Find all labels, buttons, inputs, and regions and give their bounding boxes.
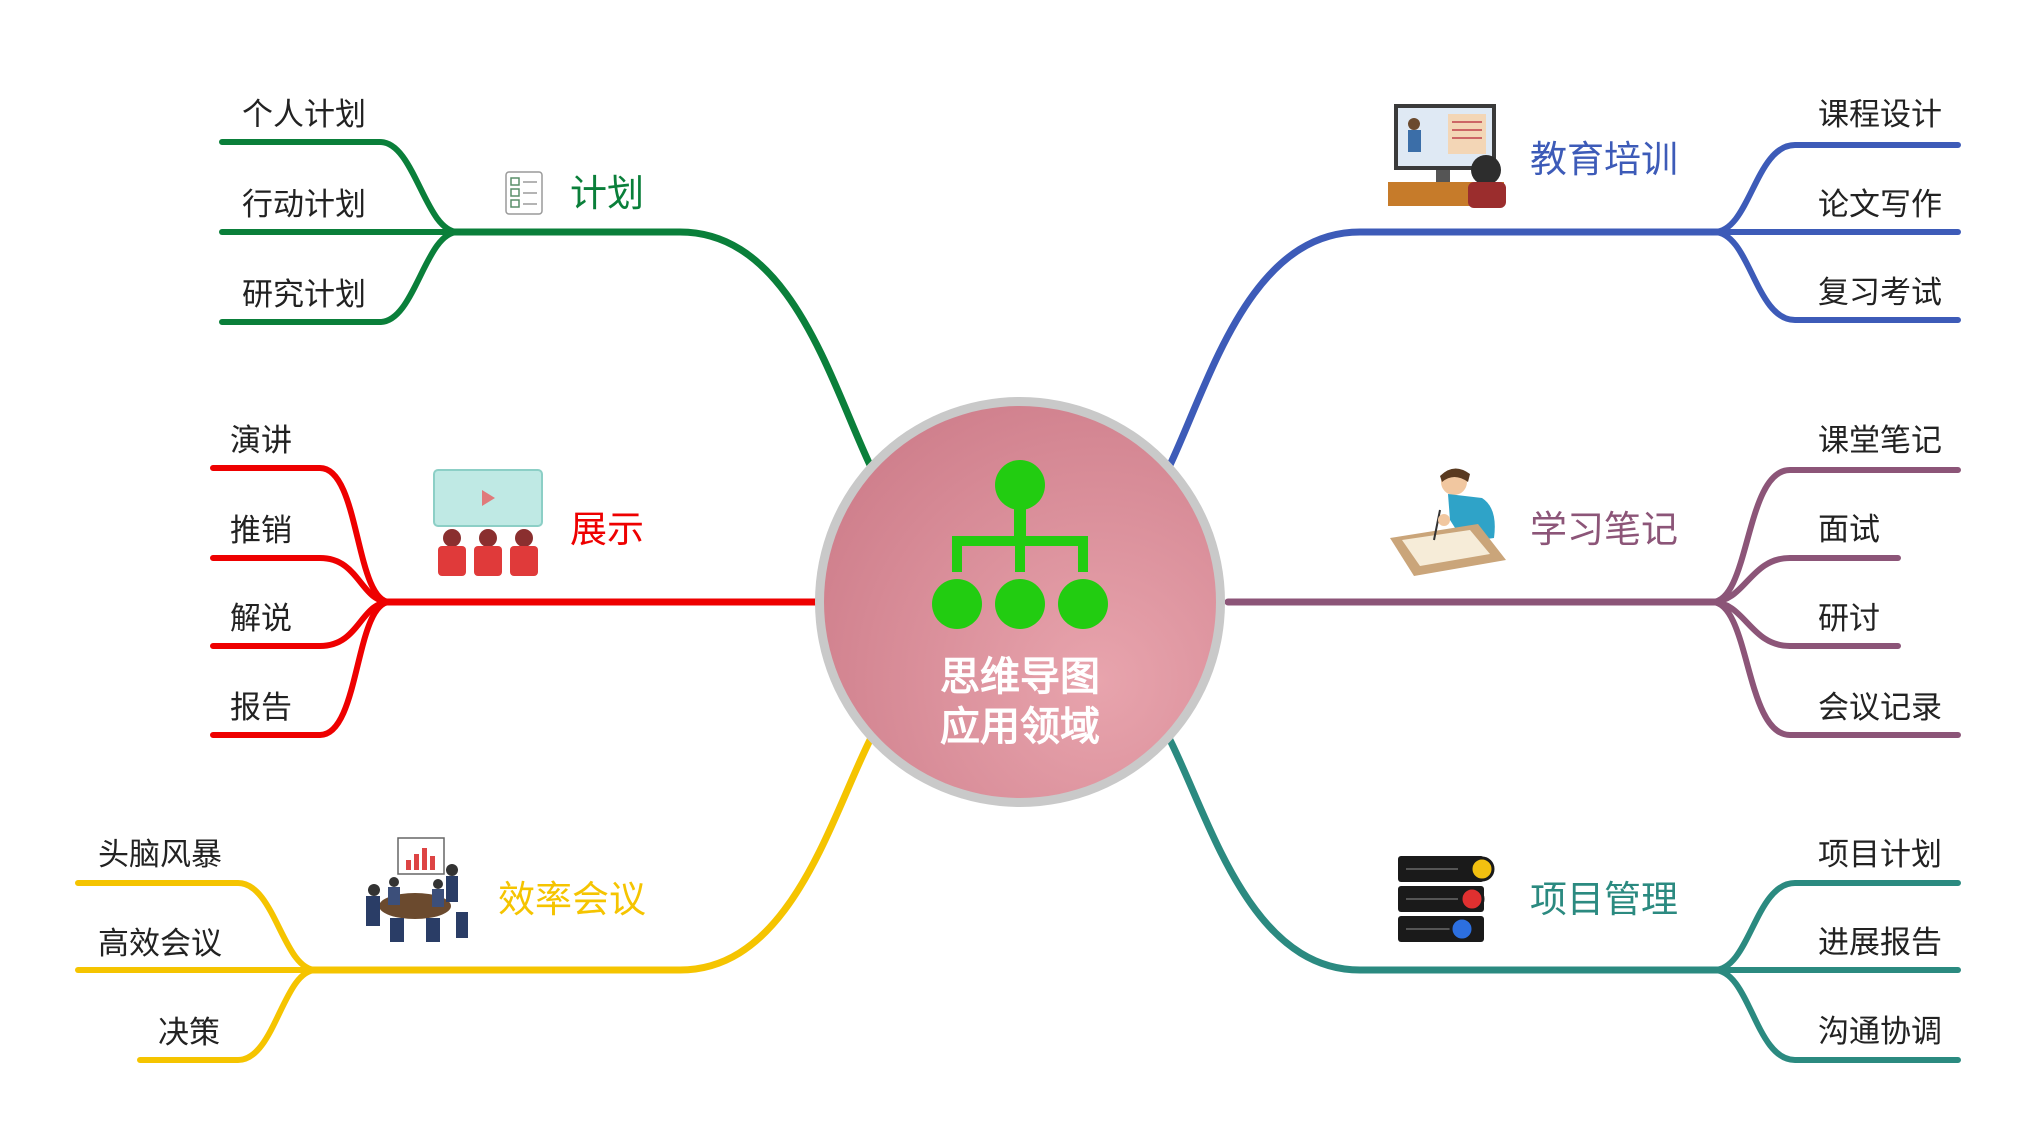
- leaf-project-3: 沟通协调: [1818, 1014, 1942, 1050]
- connector-project-3: [1711, 967, 1961, 1063]
- connector-notes-4: [1709, 599, 1961, 738]
- theater-audience-icon: [433, 469, 543, 576]
- connector-show-4: [210, 599, 393, 738]
- online-class-icon: [1388, 104, 1506, 208]
- leaf-meeting-2: 高效会议: [98, 926, 222, 962]
- connector-notes-1: [1709, 467, 1961, 605]
- server-stack-icon: [1398, 856, 1495, 942]
- branch-line-meeting: [306, 736, 874, 974]
- central-title-line-1: 思维导图: [940, 654, 1100, 700]
- org-chart-icon: [932, 460, 1108, 629]
- branch-edu: 教育培训 课程设计 论文写作 复习考试: [1166, 97, 1961, 469]
- leaf-notes-3: 研讨: [1818, 601, 1880, 637]
- leaf-show-3: 解说: [230, 601, 292, 637]
- central-title-line-2: 应用领域: [940, 704, 1100, 750]
- connector-show-2: [210, 555, 393, 605]
- leaf-plan-2: 行动计划: [242, 187, 366, 223]
- connector-edu-1: [1711, 142, 1961, 235]
- branch-line-plan: [451, 228, 874, 469]
- leaf-edu-3: 复习考试: [1818, 275, 1942, 311]
- branch-project: 项目管理 项目计划 进展报告 沟通协调: [1166, 736, 1961, 1063]
- central-topic: 思维导图 应用领域: [815, 397, 1225, 807]
- branch-line-edu: [1166, 228, 1724, 469]
- branch-plan: 计划 个人计划 行动计划 研究计划: [219, 97, 874, 469]
- branch-notes: 学习笔记 课堂笔记 面试 研讨 会议记录: [1224, 423, 1961, 738]
- connector-edu-3: [1711, 229, 1961, 323]
- connector-meeting-1: [75, 880, 319, 973]
- leaf-notes-2: 面试: [1818, 512, 1880, 548]
- leaf-project-2: 进展报告: [1818, 925, 1942, 961]
- meeting-icon: [366, 837, 468, 942]
- branch-label-plan: 计划: [570, 172, 644, 215]
- leaf-show-4: 报告: [230, 690, 292, 726]
- leaf-plan-1: 个人计划: [242, 97, 366, 133]
- leaf-project-1: 项目计划: [1818, 837, 1942, 873]
- leaf-plan-3: 研究计划: [242, 277, 366, 313]
- leaf-edu-1: 课程设计: [1818, 97, 1942, 133]
- leaf-show-2: 推销: [230, 513, 292, 549]
- connector-notes-2: [1709, 555, 1901, 605]
- leaf-show-1: 演讲: [230, 423, 292, 459]
- leaf-meeting-3: 决策: [158, 1015, 220, 1051]
- connector-show-1: [210, 465, 393, 605]
- checklist-icon: [505, 171, 543, 215]
- leaf-notes-1: 课堂笔记: [1818, 423, 1942, 459]
- connector-project-1: [1711, 880, 1961, 973]
- leaf-meeting-1: 头脑风暴: [98, 837, 222, 873]
- branch-label-show: 展示: [570, 508, 644, 551]
- connector-plan-1: [219, 139, 461, 235]
- connector-meeting-3: [137, 967, 319, 1063]
- leaf-edu-2: 论文写作: [1818, 187, 1942, 223]
- student-writing-icon: [1390, 468, 1506, 576]
- branch-meeting: 效率会议 头脑风暴 高效会议 决策: [75, 736, 874, 1063]
- connector-plan-3: [219, 229, 461, 325]
- leaf-notes-4: 会议记录: [1818, 690, 1942, 726]
- branch-label-meeting: 效率会议: [498, 878, 646, 921]
- branch-label-edu: 教育培训: [1530, 138, 1678, 181]
- branch-line-project: [1166, 736, 1724, 974]
- branch-label-project: 项目管理: [1530, 878, 1678, 921]
- branch-show: 展示 演讲 推销 解说 报告: [210, 423, 819, 738]
- branch-label-notes: 学习笔记: [1530, 508, 1678, 551]
